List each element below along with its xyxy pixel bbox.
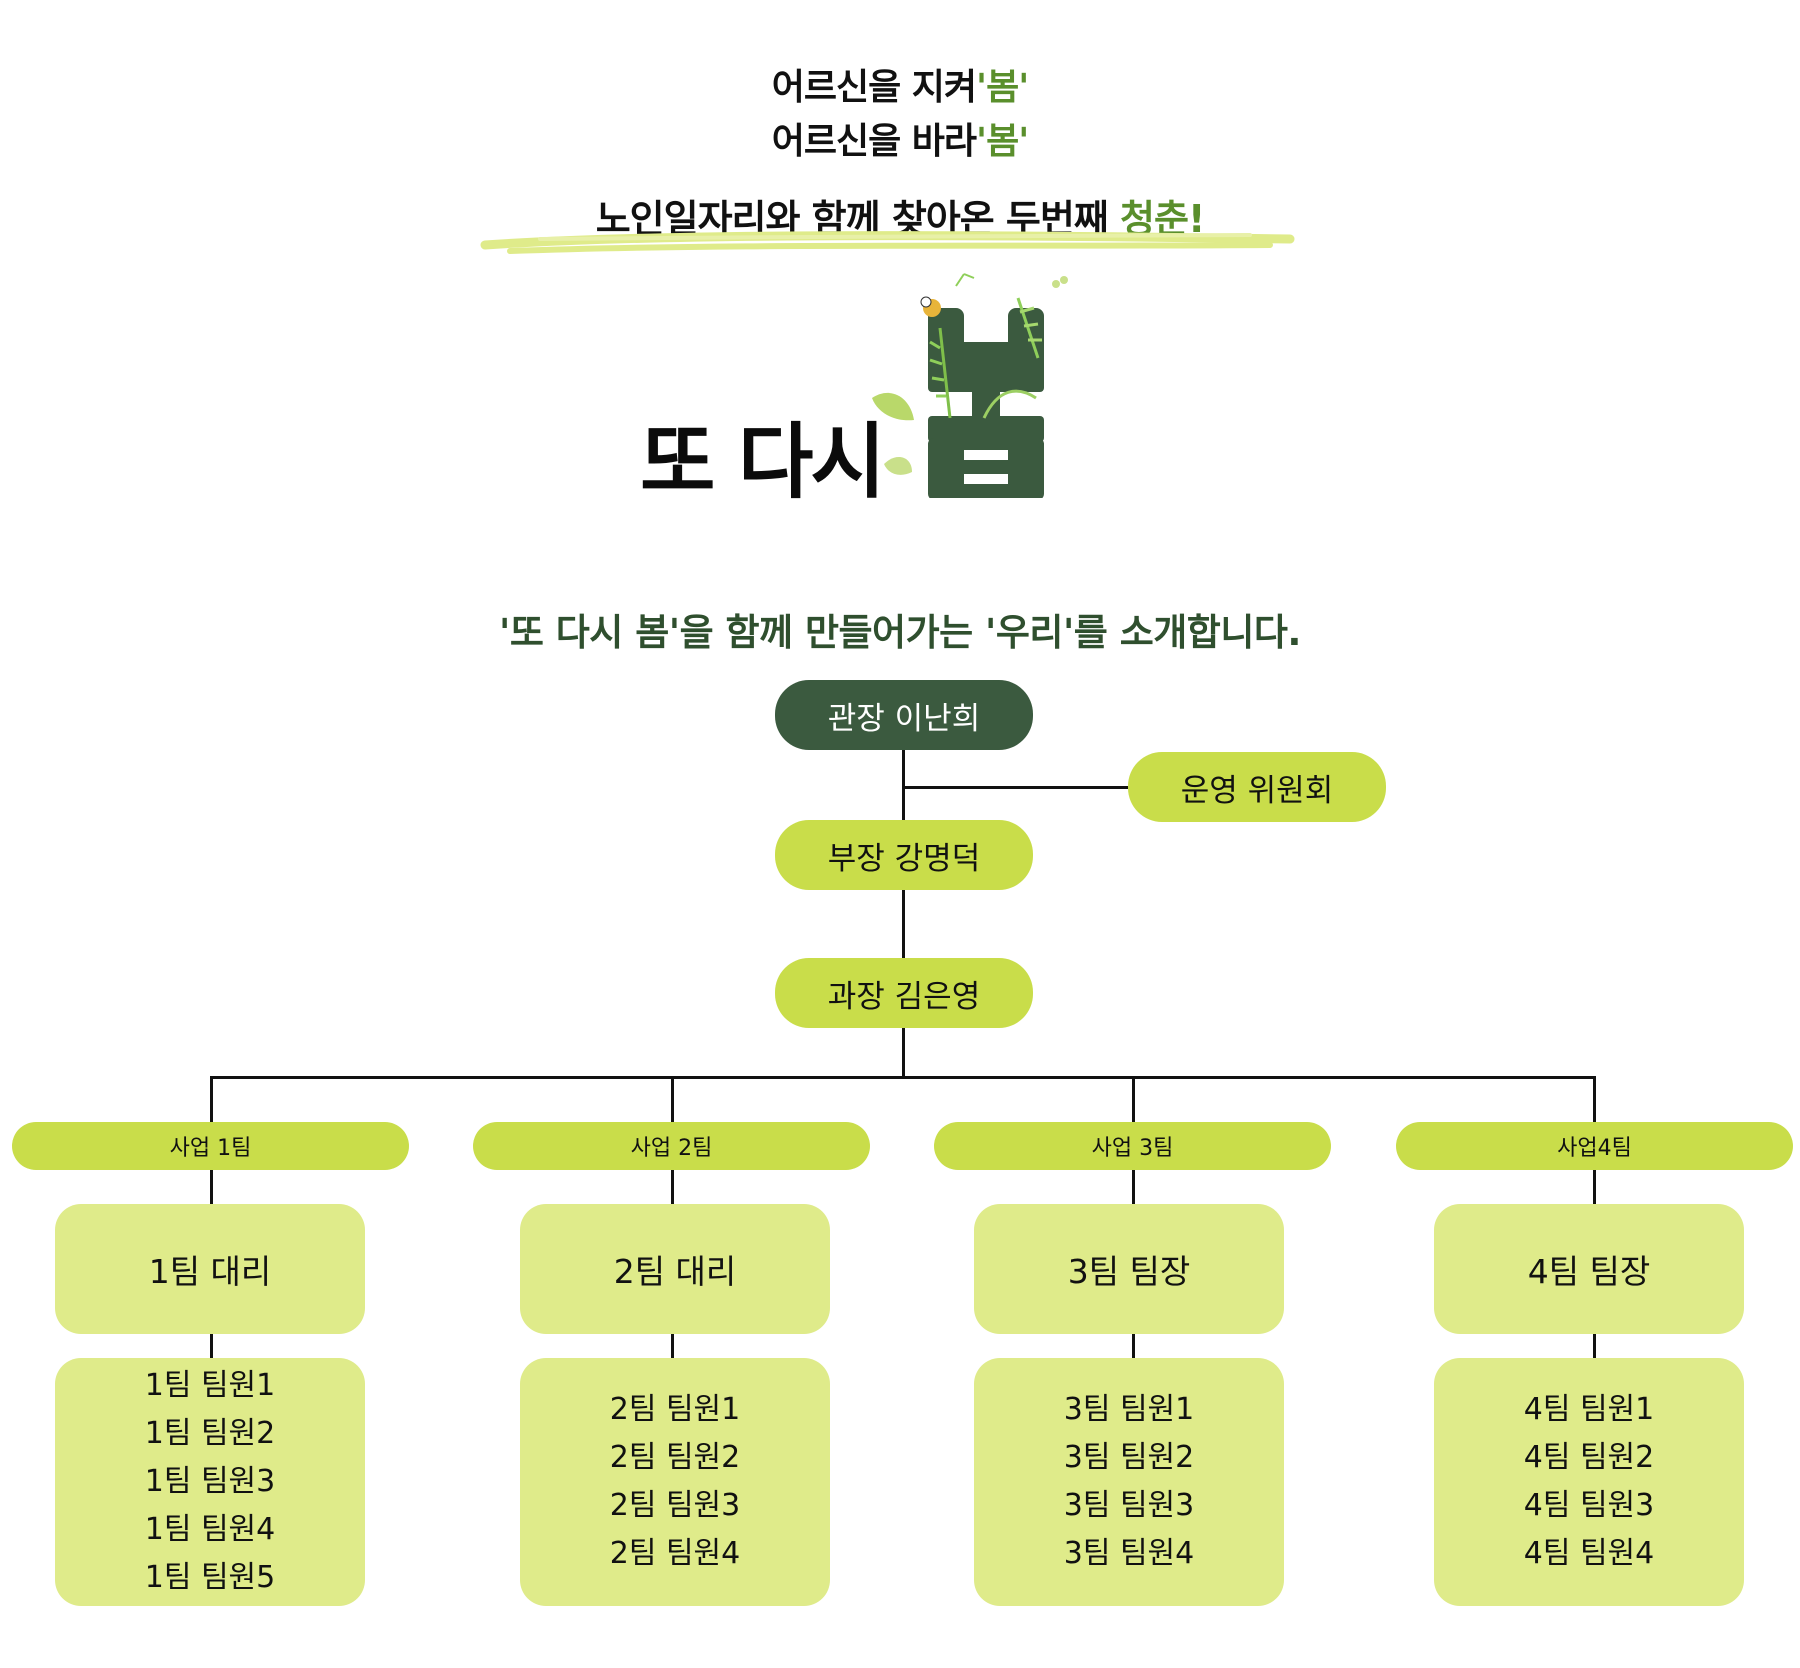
team-2-bar: 사업 2팀 [473,1122,870,1170]
logo: 또 다시 [640,395,886,514]
logo-text: 또 다시 [640,415,886,510]
team-1-member: 1팀 팀원2 [144,1416,276,1451]
slogan-line-1-prefix: 어르신을 지켜 [771,67,977,108]
manager-node: 부장 강명덕 [775,820,1033,890]
team-3-member: 3팀 팀원3 [1063,1488,1195,1523]
team-3-members: 3팀 팀원1 3팀 팀원2 3팀 팀원3 3팀 팀원4 [974,1358,1284,1606]
connector-team-2-lead [671,1168,674,1204]
team-1-members: 1팀 팀원1 1팀 팀원2 1팀 팀원3 1팀 팀원4 1팀 팀원5 [55,1358,365,1606]
team-3-member: 3팀 팀원1 [1063,1392,1195,1427]
team-3-member: 3팀 팀원2 [1063,1440,1195,1475]
team-2-member: 2팀 팀원4 [609,1536,741,1571]
connector-bus-team-2 [671,1076,674,1122]
connector-bus-team-4 [1593,1076,1596,1122]
connector-to-committee [902,786,1128,789]
team-2-lead: 2팀 대리 [520,1204,830,1334]
team-2-member: 2팀 팀원1 [609,1392,741,1427]
team-4-member: 4팀 팀원4 [1523,1536,1655,1571]
team-2-member: 2팀 팀원3 [609,1488,741,1523]
slogan-line-2-prefix: 어르신을 바라 [771,121,977,162]
slogan-line-1: 어르신을 지켜'봄' [0,58,1800,110]
connector-bus-team-3 [1132,1076,1135,1122]
intro-text: '또 다시 봄'을 함께 만들어가는 '우리'를 소개합니다. [499,611,1301,654]
connector-team-4-lead [1593,1168,1596,1204]
connector-chief-to-bus [902,1025,905,1079]
team-4-lead: 4팀 팀장 [1434,1204,1744,1334]
team-1-bar: 사업 1팀 [12,1122,409,1170]
director-node: 관장 이난희 [775,680,1033,750]
slogan-line-2-highlight: '봄' [976,121,1029,162]
team-3-bar: 사업 3팀 [934,1122,1331,1170]
brush-stroke-decoration [480,231,1295,254]
team-2-members: 2팀 팀원1 2팀 팀원2 2팀 팀원3 2팀 팀원4 [520,1358,830,1606]
committee-node: 운영 위원회 [1128,752,1386,822]
team-4-members: 4팀 팀원1 4팀 팀원2 4팀 팀원3 4팀 팀원4 [1434,1358,1744,1606]
connector-bus-team-1 [210,1076,213,1122]
team-3-member: 3팀 팀원4 [1063,1536,1195,1571]
team-1-member: 1팀 팀원1 [144,1368,276,1403]
connector-team-2-members [671,1332,674,1358]
team-4-member: 4팀 팀원3 [1523,1488,1655,1523]
team-4-member: 4팀 팀원1 [1523,1392,1655,1427]
team-1-member: 1팀 팀원5 [144,1560,276,1595]
connector-team-3-lead [1132,1168,1135,1204]
team-4-member: 4팀 팀원2 [1523,1440,1655,1475]
team-2-member: 2팀 팀원2 [609,1440,741,1475]
team-bus-line [210,1076,1594,1079]
slogan-line-1-highlight: '봄' [976,67,1029,108]
team-1-member: 1팀 팀원4 [144,1512,276,1547]
connector-manager-to-chief [902,888,905,958]
connector-team-3-members [1132,1332,1135,1358]
slogan-line-2: 어르신을 바라'봄' [0,112,1800,164]
team-1-member: 1팀 팀원3 [144,1464,276,1499]
section-chief-node: 과장 김은영 [775,958,1033,1028]
team-1-lead: 1팀 대리 [55,1204,365,1334]
team-3-lead: 3팀 팀장 [974,1204,1284,1334]
logo-bom-graphic [872,273,1068,498]
connector-team-1-members [210,1332,213,1358]
connector-team-1-lead [210,1168,213,1204]
team-4-bar: 사업4팀 [1396,1122,1793,1170]
connector-team-4-members [1593,1332,1596,1358]
